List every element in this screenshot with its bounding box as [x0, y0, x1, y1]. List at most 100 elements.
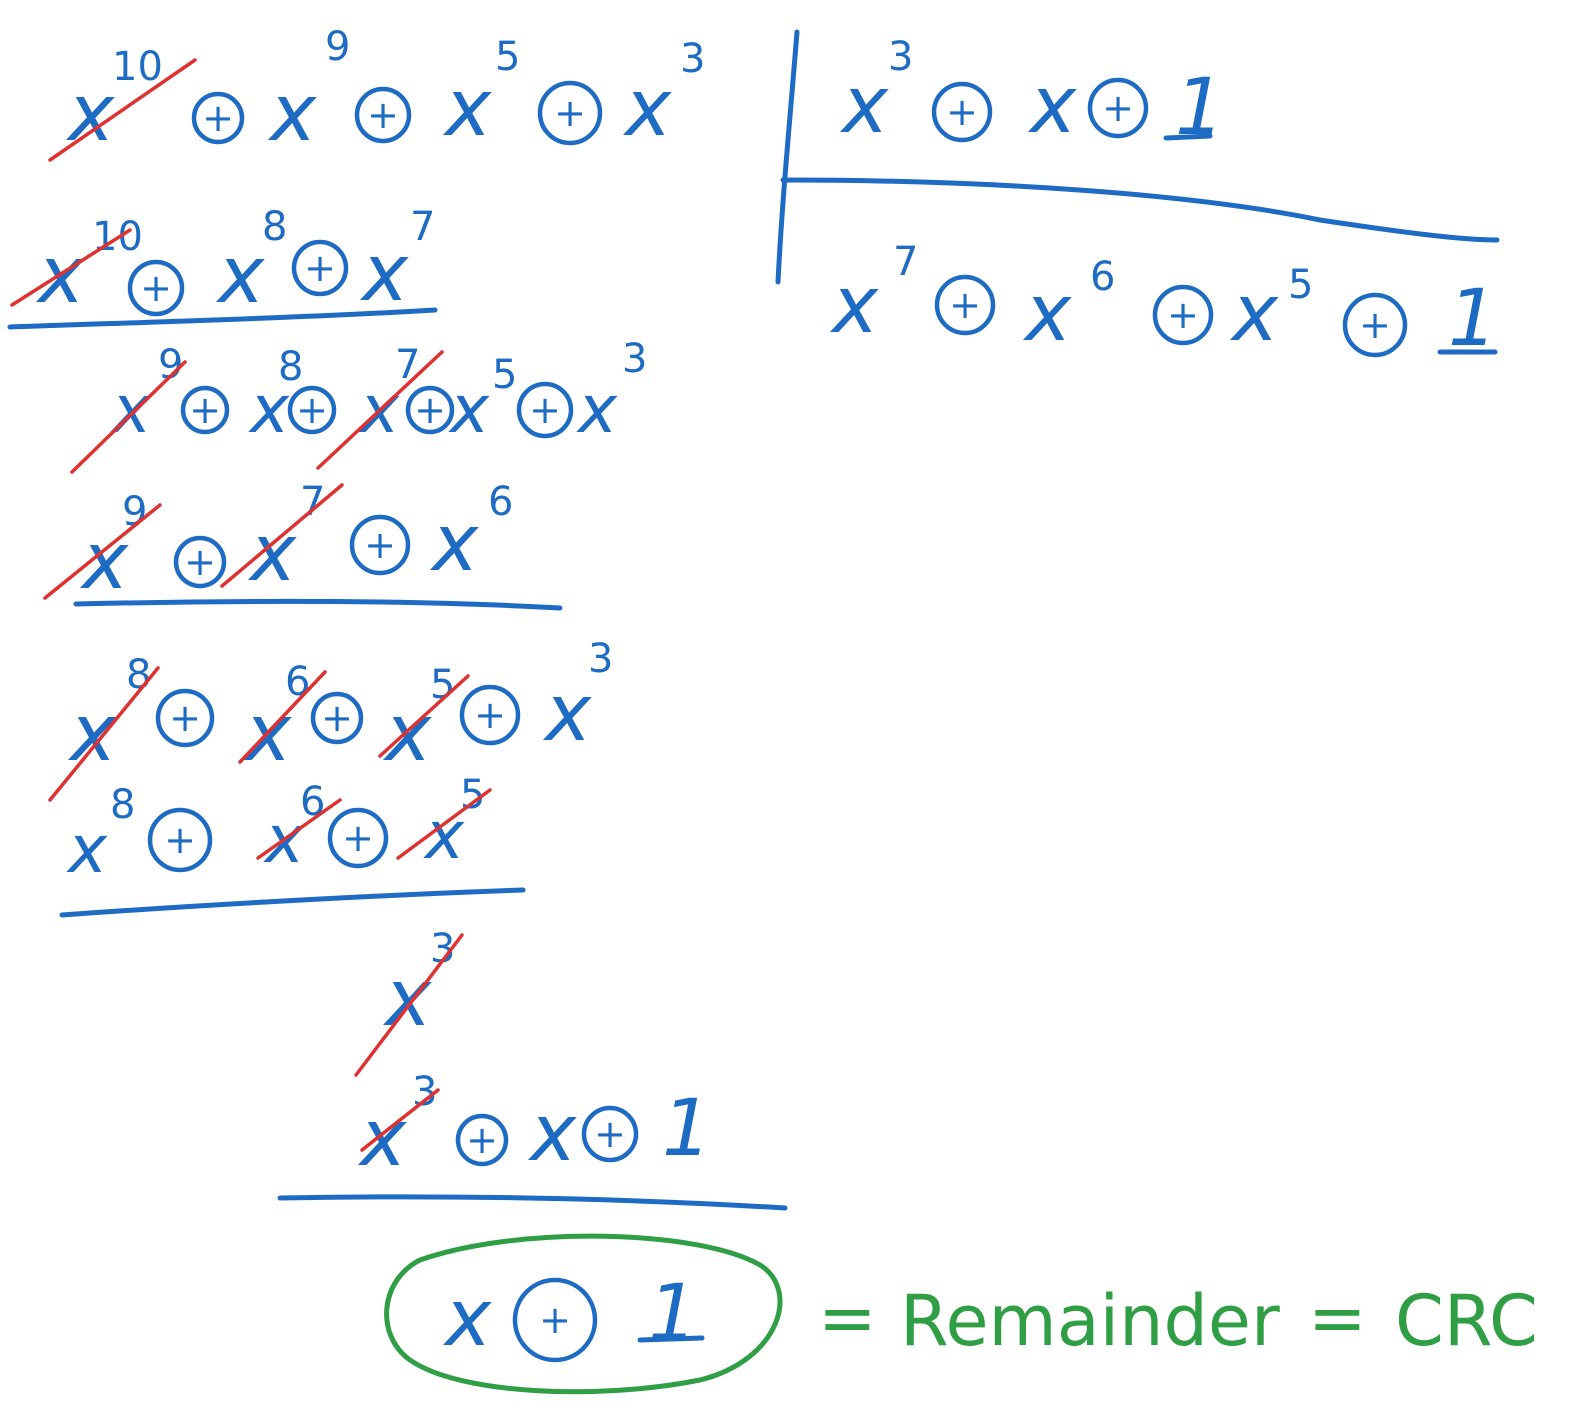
- diff1-term-4: x: [448, 371, 490, 448]
- xor-plus: +: [140, 266, 172, 310]
- strike-mark: [10, 228, 132, 307]
- subtraction-rule-1: [7, 307, 438, 330]
- step2-exp-3: 6: [488, 479, 513, 525]
- xor-plus: +: [1359, 303, 1391, 347]
- step-1-row: x 10 + x 8 + x 7: [10, 204, 435, 321]
- dividend-term-3: x: [442, 64, 492, 154]
- step-4-row: x 3 + x + 1: [357, 1069, 712, 1184]
- xor-plus: +: [1167, 293, 1199, 337]
- strike-mark: [316, 350, 444, 470]
- xor-operator: [155, 688, 215, 748]
- quotient-term-4: 1: [1448, 274, 1498, 364]
- strike-mark: [256, 798, 342, 860]
- dividend-exp-3: 5: [495, 34, 520, 80]
- step-2-row: x 9 + x 7 + x 6: [43, 479, 513, 607]
- dividend-term-2: x: [267, 69, 317, 159]
- diff1-exp-3: 7: [395, 342, 420, 388]
- dividend-exp-2: 9: [325, 24, 350, 70]
- step1-term-2: x: [215, 231, 265, 321]
- strike-mark: [396, 788, 492, 860]
- dividend-row: x 10 + x 9 + x 5 + x 3: [48, 24, 705, 162]
- xor-operator: [512, 1277, 598, 1363]
- dividend-exp-1: 10: [112, 44, 163, 90]
- underline-mark: [1163, 133, 1213, 141]
- step3-term-1: x: [66, 811, 108, 888]
- xor-plus: +: [949, 283, 981, 327]
- diff1-exp-1: 9: [158, 342, 183, 388]
- xor-plus: +: [342, 816, 374, 860]
- step1-exp-3: 7: [410, 204, 435, 250]
- xor-plus: +: [554, 91, 586, 135]
- strike-mark: [48, 58, 197, 162]
- xor-operator: [349, 514, 411, 576]
- xor-plus: +: [202, 96, 234, 140]
- xor-plus: +: [1102, 86, 1134, 130]
- xor-plus: +: [474, 693, 506, 737]
- diff-2-row: x 8 + x 6 + x 5 + x 3: [48, 636, 613, 802]
- xor-plus: +: [466, 1118, 498, 1162]
- quotient-term-3: x: [1229, 269, 1279, 359]
- step4-term-1: x: [357, 1094, 407, 1184]
- strike-mark: [354, 933, 464, 1077]
- strike-mark: [220, 483, 344, 588]
- divisor-exp-1: 3: [888, 34, 913, 80]
- xor-plus: +: [529, 388, 561, 432]
- diff1-exp-2: 8: [278, 344, 303, 390]
- xor-plus: +: [364, 523, 396, 567]
- step2-term-3: x: [429, 499, 479, 589]
- step2-exp-1: 9: [122, 489, 147, 535]
- xor-plus: +: [539, 1298, 571, 1342]
- diff2-term-3: x: [382, 689, 432, 779]
- division-bracket-vertical: [775, 29, 800, 285]
- xor-plus: +: [164, 818, 196, 862]
- underline-mark: [637, 1335, 705, 1343]
- equals-sign-1: =: [818, 1277, 877, 1359]
- diff2-term-4: x: [542, 669, 592, 759]
- xor-plus: +: [946, 90, 978, 134]
- remainder-result: x + 1 = Remainder = CRC: [384, 1233, 1538, 1395]
- remainder-term-2: 1: [648, 1269, 698, 1359]
- xor-operator: [1152, 284, 1214, 346]
- xor-plus: +: [189, 388, 221, 432]
- division-bracket-horizontal: [780, 177, 1500, 243]
- diff2-term-1: x: [67, 689, 117, 779]
- xor-operator: [327, 807, 389, 869]
- step1-term-3: x: [359, 229, 409, 319]
- diff-1-row: x 9 + x 8 + x 7 + x 5 + x 3: [70, 336, 647, 474]
- step4-term-2: x: [527, 1089, 577, 1179]
- strike-mark: [238, 670, 327, 764]
- diff1-exp-5: 3: [622, 336, 647, 382]
- quotient-exp-3: 5: [1288, 262, 1313, 308]
- diff1-term-5: x: [576, 371, 618, 448]
- step1-exp-2: 8: [262, 204, 287, 250]
- divisor-term-1: x: [839, 61, 889, 151]
- xor-operator: [1342, 292, 1408, 358]
- subtraction-rule-3: [59, 887, 526, 918]
- dividend-exp-4: 3: [680, 36, 705, 82]
- diff1-term-1: x: [110, 371, 152, 448]
- diff1-term-2: x: [248, 371, 290, 448]
- divisor-row: x 3 + x + 1: [839, 34, 1225, 153]
- xor-plus: +: [304, 246, 336, 290]
- crc-label: CRC: [1395, 1280, 1538, 1362]
- quotient-exp-2: 6: [1090, 254, 1115, 300]
- xor-plus: +: [169, 696, 201, 740]
- xor-operator: [354, 86, 412, 144]
- strike-mark: [70, 360, 187, 474]
- equals-sign-2: =: [1308, 1277, 1367, 1359]
- remainder-label: Remainder: [900, 1280, 1280, 1362]
- quotient-row: x 7 + x 6 + x 5 + 1: [829, 239, 1498, 364]
- dividend-term-4: x: [622, 64, 672, 154]
- xor-plus: +: [296, 388, 328, 432]
- strike-mark: [378, 674, 470, 758]
- strike-mark: [43, 503, 162, 600]
- xor-operator: [931, 81, 993, 143]
- xor-operator: [291, 239, 349, 297]
- diff1-exp-4: 5: [492, 352, 517, 398]
- xor-operator: [537, 80, 603, 146]
- xor-operator: [147, 807, 213, 873]
- xor-operator: [934, 274, 996, 336]
- diff2-exp-4: 3: [588, 636, 613, 682]
- diff-3-row: x 3: [354, 926, 464, 1077]
- quotient-term-2: x: [1022, 269, 1072, 359]
